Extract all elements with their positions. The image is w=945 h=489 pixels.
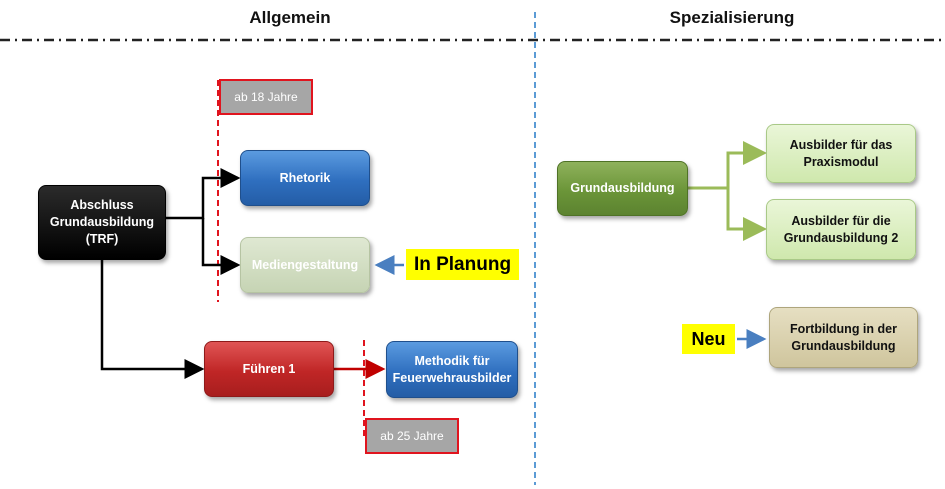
box-methodik: Methodik für Feuerwehrausbilder [386,341,518,398]
tag-neu: Neu [682,324,735,354]
box-ausbilder-praxismodul: Ausbilder für das Praxismodul [766,124,916,183]
box-abschluss-grundausbildung: Abschluss Grundausbildung (TRF) [38,185,166,260]
box-fuehren-1: Führen 1 [204,341,334,397]
box-ausbilder-grundausbildung-2: Ausbilder für die Grundausbildung 2 [766,199,916,260]
connector-grund-praxis [688,141,767,190]
connector-abschluss-branch [166,168,241,220]
tag-in-planung: In Planung [406,249,519,280]
connector-to-mediengestaltung [201,218,241,275]
header-allgemein: Allgemein [249,8,331,27]
box-fortbildung-grundausbildung: Fortbildung in der Grundausbildung [769,307,918,368]
header-spezialisierung: Spezialisierung [669,8,795,27]
age-label-18: ab 18 Jahre [219,79,313,115]
connector-grund-grund2 [726,188,767,241]
age-label-25: ab 25 Jahre [365,418,459,454]
box-mediengestaltung: Mediengestaltung [240,237,370,293]
box-rhetorik: Rhetorik [240,150,370,206]
connector-to-fuehren [100,260,205,379]
box-grundausbildung: Grundausbildung [557,161,688,216]
